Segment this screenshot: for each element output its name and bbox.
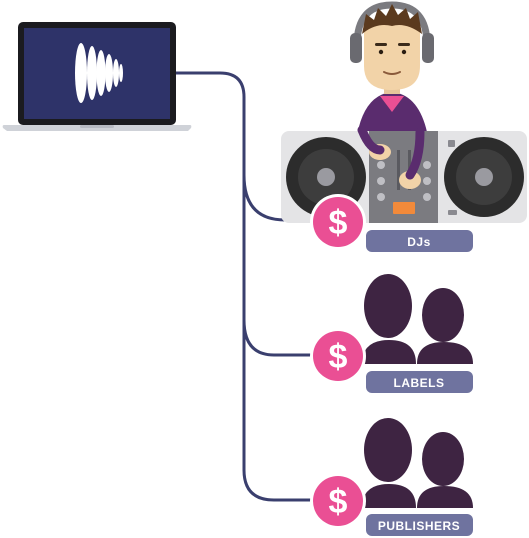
labels-label: LABELS — [394, 376, 445, 390]
svg-text:$: $ — [329, 338, 348, 376]
recipient-djs: DJs $ — [310, 194, 473, 252]
recipient-labels: LABELS $ — [310, 328, 473, 393]
recipient-publishers: PUBLISHERS $ — [310, 473, 473, 536]
svg-text:$: $ — [329, 483, 348, 521]
laptop-icon — [2, 22, 192, 131]
people-silhouette-icon — [362, 274, 473, 364]
dj-turntable-icon — [281, 1, 527, 223]
waveform-logo-icon — [75, 43, 123, 103]
labels-label-pill — [366, 371, 473, 393]
publishers-label-pill — [366, 514, 473, 536]
djs-label: DJs — [407, 235, 431, 249]
connector-main — [174, 71, 327, 502]
people-silhouette-icon — [362, 418, 473, 508]
dollar-badge-icon: $ — [310, 194, 366, 250]
djs-label-pill — [366, 230, 473, 252]
connector-labels — [242, 318, 327, 357]
publishers-label: PUBLISHERS — [378, 519, 460, 533]
dollar-badge-icon: $ — [310, 473, 366, 529]
dollar-badge-icon: $ — [310, 328, 366, 384]
svg-text:$: $ — [329, 204, 348, 242]
